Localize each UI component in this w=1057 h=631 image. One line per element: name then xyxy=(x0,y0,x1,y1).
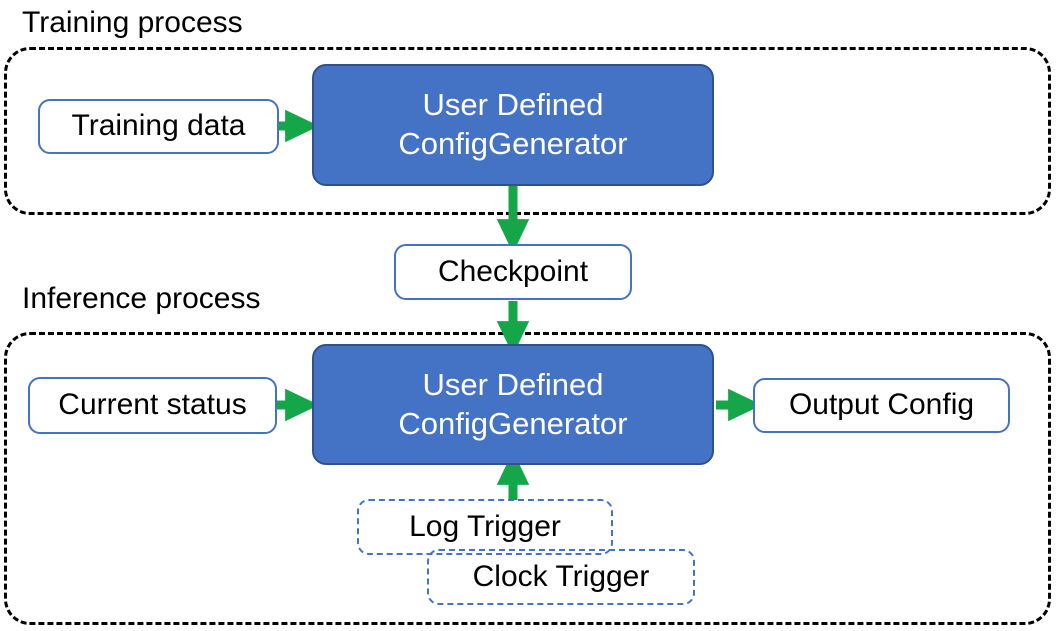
node-checkpoint-label: Checkpoint xyxy=(437,254,589,288)
node-current-status[interactable]: Current status xyxy=(28,377,277,434)
node-config-generator-training[interactable]: User Defined ConfigGenerator xyxy=(312,64,714,186)
node-checkpoint[interactable]: Checkpoint xyxy=(394,244,632,300)
inference-process-label: Inference process xyxy=(22,282,261,315)
node-current-status-label: Current status xyxy=(58,388,247,422)
training-process-label: Training process xyxy=(22,6,243,39)
node-config-generator-inference-label: User Defined ConfigGenerator xyxy=(398,366,628,441)
training-process-container xyxy=(4,47,1051,215)
node-training-data[interactable]: Training data xyxy=(38,99,279,154)
node-log-trigger-label: Log Trigger xyxy=(409,509,561,543)
node-clock-trigger-label: Clock Trigger xyxy=(472,559,650,593)
node-training-data-label: Training data xyxy=(71,109,246,143)
node-output-config-label: Output Config xyxy=(788,388,975,422)
node-config-generator-training-label: User Defined ConfigGenerator xyxy=(398,87,628,161)
node-clock-trigger[interactable]: Clock Trigger xyxy=(427,549,695,605)
node-output-config[interactable]: Output Config xyxy=(753,378,1010,433)
node-config-generator-inference[interactable]: User Defined ConfigGenerator xyxy=(312,344,714,465)
node-log-trigger[interactable]: Log Trigger xyxy=(357,499,613,555)
